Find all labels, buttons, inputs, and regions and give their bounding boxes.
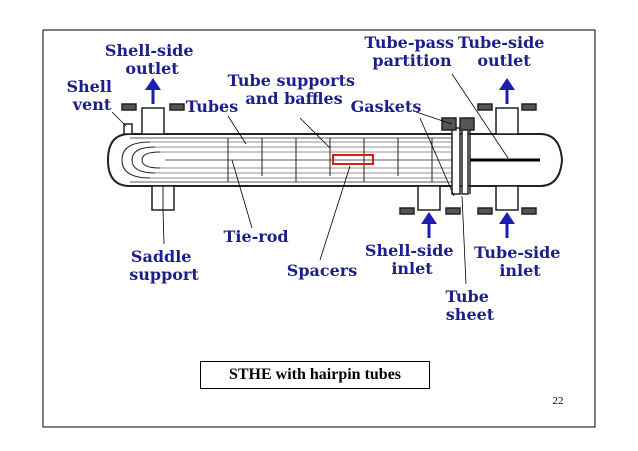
label-saddle-support: Saddle support [129,247,199,284]
caption: STHE with hairpin tubes [200,361,430,389]
label-tube-pass-partition: Tube-pass partition [364,33,459,70]
flow-arrows [145,78,515,238]
label-tube-supports: Tube supports and baffles [227,71,360,108]
label-shell-vent: Shell vent [66,77,117,114]
shell-body [106,127,564,195]
slide-border [42,29,596,428]
nozzles [121,103,537,215]
label-tube-side-inlet: Tube-side inlet [474,243,566,280]
leader-lines [111,73,509,285]
label-shell-side-inlet: Shell-side inlet [365,241,459,278]
label-gaskets: Gaskets [351,97,422,116]
label-shell-side-outlet: Shell-side outlet [105,41,199,78]
label-tie-rod: Tie-rod [223,227,288,246]
label-spacers: Spacers [287,261,357,280]
page-number: 22 [552,395,564,407]
label-tube-side-outlet: Tube-side outlet [458,33,550,70]
spacer-highlight [332,154,374,165]
label-tube-sheet: Tube sheet [445,287,494,324]
label-tubes: Tubes [186,97,238,116]
